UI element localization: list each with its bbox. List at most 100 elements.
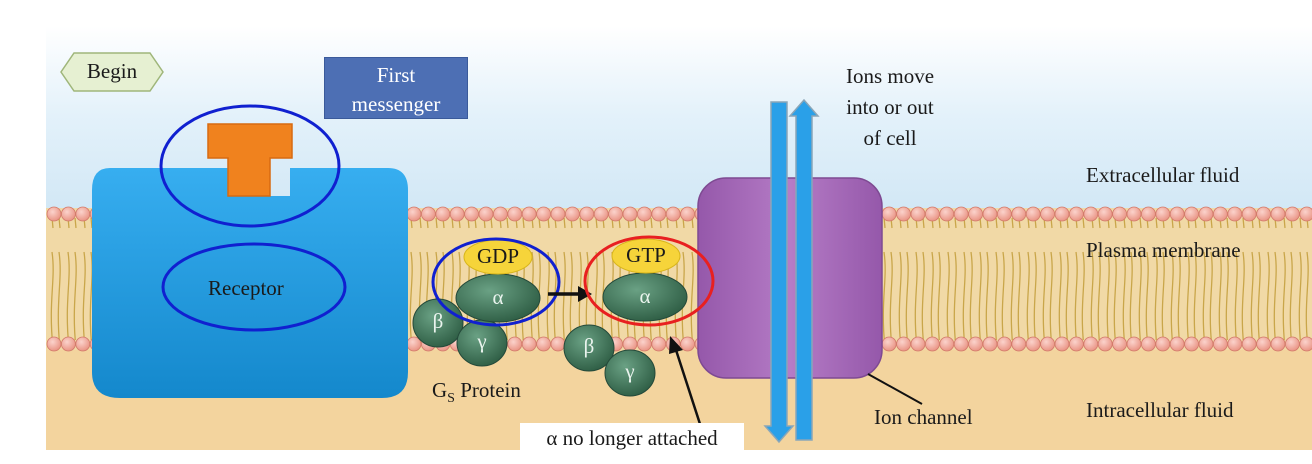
lipid-head [1169,206,1185,222]
lipid-head [680,336,695,352]
lipid-head [651,336,667,352]
lipid-head [521,336,537,352]
first-messenger-line1: First [376,63,416,87]
gs-protein-label-rest: Protein [454,378,521,402]
alpha-detached-note: α no longer attached [520,423,744,455]
lipid-head [968,336,983,352]
messenger-highlight-circle [159,104,341,228]
ions-line3: of cell [863,126,917,150]
lipid-head [521,206,537,222]
lipid-head [75,336,91,352]
lipid-head [1025,206,1041,222]
lipid-head [925,206,940,222]
lipid-head [1126,336,1142,352]
beta-label-right: β [583,334,595,358]
lipid-head [61,336,76,352]
lipid-head [1213,206,1228,222]
lipid-head [420,206,436,222]
beta-label-left: β [432,309,444,333]
begin-button-shape [60,52,164,92]
lipid-head [1285,206,1300,222]
extracellular-label: Extracellular fluid [1086,163,1240,187]
ion-channel-protein [697,177,883,379]
ions-line2: into or out [846,95,934,119]
lipid-head [449,206,465,222]
lipid-head [478,206,494,222]
lipid-head [953,336,969,352]
lipid-head [1054,336,1070,352]
lipid-head [896,206,911,222]
gtp-molecule [611,238,681,274]
intracellular-label: Intracellular fluid [1086,398,1234,422]
lipid-head [1227,336,1243,352]
lipid-head [1097,206,1113,222]
gdp-label: GDP [476,244,519,268]
lipid-head [1083,336,1099,352]
lipid-head [997,206,1012,222]
lipid-head [550,336,566,352]
lipid-head [1299,336,1312,352]
gdp-highlight-circle [431,237,561,327]
begin-button[interactable]: Begin [60,52,164,92]
lipid-head [637,206,652,222]
begin-button-label: Begin [86,59,138,83]
lipid-head [651,206,667,222]
lipid-head [507,336,523,352]
lipid-head [1227,206,1243,222]
lipid-head [982,336,998,352]
receptor-label: Receptor [208,276,284,300]
ions-label: Ions move into or out of cell [822,61,958,154]
activation-arrow [548,286,592,302]
lipid-head [464,206,480,222]
lipid-head [622,336,638,352]
gs-protein-label-main: G [432,378,448,402]
lipid-head [435,206,451,222]
lipid-head [1054,206,1070,222]
receptor-highlight-circle [161,242,347,332]
g-protein-active [563,238,688,397]
ion-channel-label: Ion channel [874,405,973,429]
lipid-head [75,206,91,222]
lipid-head [608,206,623,222]
ions-line1: Ions move [845,64,935,88]
lipid-head [1184,206,1199,222]
lipid-head [925,336,940,352]
lipid-head [1241,206,1257,222]
gamma-label-right: γ [625,359,635,383]
lipid-head [1198,206,1214,222]
lipid-head [1025,336,1041,352]
lipid-head [939,336,955,352]
lipid-head [406,206,422,222]
lipid-head [1112,336,1127,352]
lipid-head [997,336,1012,352]
lipid-head [1213,336,1228,352]
lipid-head [536,206,551,222]
beta-subunit-right [563,324,615,372]
lipid-head [939,206,955,222]
lipid-head [1198,336,1214,352]
lipid-head [968,206,983,222]
first-messenger-label-box: First messenger [324,57,468,119]
lipid-head [1011,336,1027,352]
ion-flow-arrows [763,98,820,444]
lipid-head [637,336,652,352]
lipid-head [910,336,926,352]
lipid-head [1256,336,1271,352]
lipid-head [680,206,695,222]
lipid-head [1270,336,1286,352]
lipid-head [1040,336,1055,352]
gamma-label-left: γ [477,329,487,353]
lipid-head [953,206,969,222]
lipid-head [536,336,551,352]
lipid-head [982,206,998,222]
lipid-head [565,206,580,222]
first-messenger-line2: messenger [351,92,441,116]
lipid-head [1141,206,1156,222]
lipid-head [1169,336,1185,352]
lipid-head [61,206,76,222]
note-pointer-arrow [669,336,702,425]
lipid-head [507,206,523,222]
lipid-head [1112,206,1127,222]
lipid-head [1155,206,1171,222]
